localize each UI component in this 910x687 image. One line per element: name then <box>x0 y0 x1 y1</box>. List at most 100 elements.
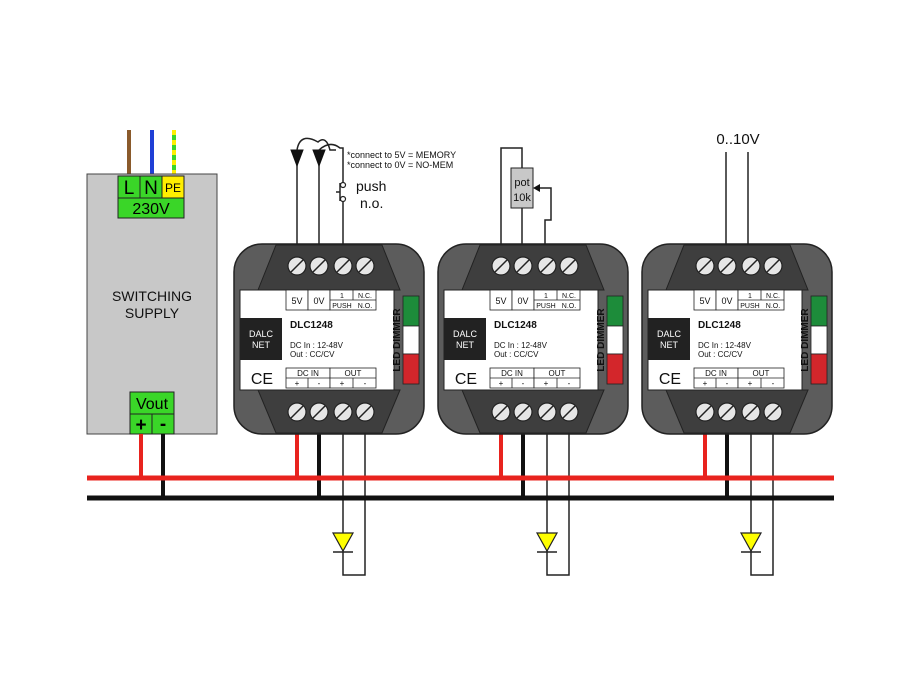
label-nc: N.C. <box>562 293 576 300</box>
top-screw-slot <box>516 259 530 273</box>
brand-logo <box>240 318 282 360</box>
bottom-screw-slot <box>766 405 780 419</box>
push-label-line1: push <box>356 178 386 194</box>
dimmer-bottom-bevel <box>257 389 401 434</box>
flag-green <box>606 295 624 327</box>
pot-label-line1: pot <box>514 177 529 189</box>
ce-mark: CE <box>251 371 273 388</box>
supply-title-line2: SUPPLY <box>125 305 180 321</box>
voltage-plate <box>117 197 185 219</box>
led-diode-icon <box>739 532 763 553</box>
label-1: 1 <box>340 293 344 300</box>
dc-in-label: DC IN <box>705 369 727 378</box>
bottom-screw-slot <box>336 405 350 419</box>
brand-line2: NET <box>660 340 679 350</box>
top-screw-slot <box>698 259 712 273</box>
brand-line1: DALC <box>249 329 274 339</box>
top-screw-slot <box>494 259 508 273</box>
analog-input-circuit: 0..10V <box>716 131 760 244</box>
top-screw-slot <box>720 259 734 273</box>
model-name: DLC1248 <box>698 320 741 331</box>
flag-green <box>402 295 420 327</box>
out-plus: + <box>340 379 345 388</box>
out-load-wire <box>750 433 774 576</box>
dc-in-minus: - <box>726 379 729 388</box>
push-contact-top <box>339 181 347 189</box>
dc-in-plus: + <box>703 379 708 388</box>
pot-wiper-wire <box>537 187 552 244</box>
top-screw-slot <box>766 259 780 273</box>
dc-in-spec: DC In : 12-48V <box>494 341 548 350</box>
push-contact-bottom <box>339 195 347 203</box>
dimmer-bottom-bevel <box>665 389 809 434</box>
switching-supply: L N PE 230V SWITCHING SUPPLY Vout + - <box>86 173 218 436</box>
mains-wires <box>127 130 176 176</box>
label-push: PUSH <box>536 303 555 310</box>
out-label: OUT <box>345 369 362 378</box>
top-screw-slot <box>290 259 304 273</box>
dc-in-label: DC IN <box>297 369 319 378</box>
label-1: 1 <box>544 293 548 300</box>
label-5v: 5V <box>699 296 710 306</box>
arrow-mid-icon <box>312 149 326 168</box>
pot-label-line2: 10k <box>513 192 531 204</box>
led-dimmer-vertical-label: LED DIMMER <box>596 308 607 372</box>
bottom-screw-slot <box>290 405 304 419</box>
top-screw-slot <box>562 259 576 273</box>
brand-line2: NET <box>456 340 475 350</box>
label-push: PUSH <box>740 303 759 310</box>
label-0v: 0V <box>517 296 528 306</box>
potentiometer-circuit: pot 10k <box>500 147 552 244</box>
ce-mark: CE <box>455 371 477 388</box>
out-spec: Out : CC/CV <box>494 350 539 359</box>
bottom-screw-slot <box>744 405 758 419</box>
label-no: N.O. <box>562 303 576 310</box>
out-minus: - <box>568 379 571 388</box>
flag-red <box>606 353 624 385</box>
dimmer-top-bevel <box>257 244 401 291</box>
label-nc: N.C. <box>358 293 372 300</box>
led-dimmer-vertical-label: LED DIMMER <box>800 308 811 372</box>
flag-white <box>402 325 420 355</box>
vout-plus-label: + <box>135 415 146 436</box>
pot-wiper-arrow-icon <box>533 184 540 192</box>
top-screw-slot <box>312 259 326 273</box>
label-no: N.O. <box>766 303 780 310</box>
led-diode-icon <box>535 532 559 553</box>
out-plus: + <box>748 379 753 388</box>
label-0v: 0V <box>721 296 732 306</box>
top-screw-slot <box>336 259 350 273</box>
label-no: N.O. <box>358 303 372 310</box>
push-button-circuit: *connect to 5V = MEMORY *connect to 0V =… <box>290 137 456 244</box>
dimmer-top-bevel <box>461 244 605 291</box>
flag-red <box>402 353 420 385</box>
label-0v: 0V <box>313 296 324 306</box>
flag-green <box>810 295 828 327</box>
flag-white <box>810 325 828 355</box>
out-minus: - <box>364 379 367 388</box>
model-name: DLC1248 <box>290 320 333 331</box>
bottom-screw-slot <box>494 405 508 419</box>
analog-input-label: 0..10V <box>716 131 759 148</box>
top-screw-slot <box>540 259 554 273</box>
label-1: 1 <box>748 293 752 300</box>
brand-line2: NET <box>252 340 271 350</box>
memory-note: *connect to 5V = MEMORY <box>347 150 456 160</box>
ce-mark: CE <box>659 371 681 388</box>
bottom-screw-slot <box>516 405 530 419</box>
label-push: PUSH <box>332 303 351 310</box>
led-dimmer-vertical-label: LED DIMMER <box>392 308 403 372</box>
dc-in-minus: - <box>522 379 525 388</box>
bottom-screw-slot <box>720 405 734 419</box>
label-5v: 5V <box>495 296 506 306</box>
out-plus: + <box>544 379 549 388</box>
label-nc: N.C. <box>766 293 780 300</box>
vout-minus-label: - <box>160 414 166 435</box>
bottom-screw-slot <box>698 405 712 419</box>
out-load-wire <box>342 433 366 576</box>
